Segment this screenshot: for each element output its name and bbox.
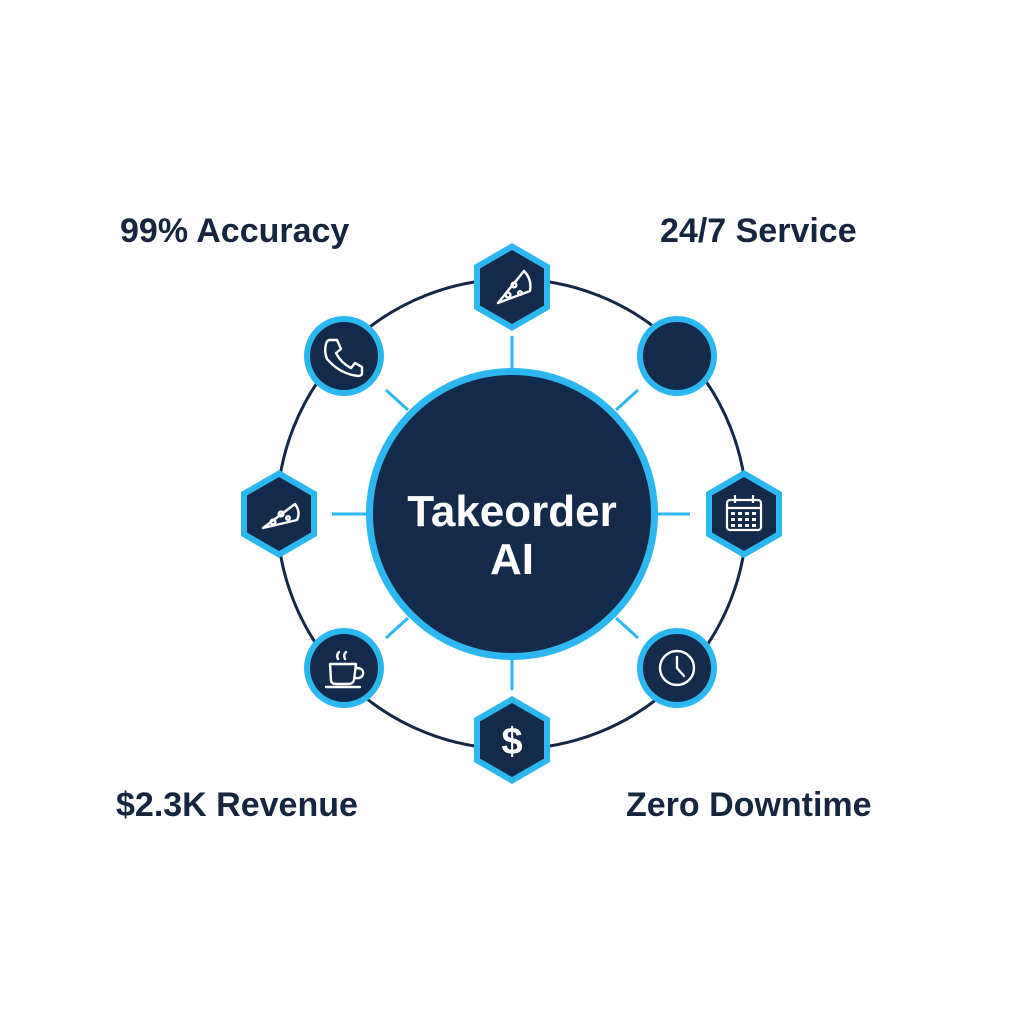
node-top-left-phone: [304, 316, 384, 396]
spoke-top-left: [384, 388, 410, 412]
dollar-icon: $: [501, 721, 522, 763]
node-bottom-dollar: $: [474, 696, 550, 784]
node-top-pizza: [474, 243, 550, 331]
stat-accuracy: 99% Accuracy: [120, 212, 350, 250]
stat-service: 24/7 Service: [660, 212, 857, 250]
node-bottom-right-clock: [637, 628, 717, 708]
center-hub: Takeorder AI: [366, 368, 658, 660]
node-right-calendar: [706, 470, 782, 558]
node-top-right: [637, 316, 717, 396]
hub-title-line2: AI: [490, 535, 534, 584]
spoke-top-right: [614, 388, 640, 412]
hub-body: [373, 375, 651, 653]
node-bottom-left-coffee: [304, 628, 384, 708]
clock-icon: [658, 649, 696, 687]
stat-downtime: Zero Downtime: [626, 786, 872, 824]
hub-title-line1: Takeorder: [407, 487, 617, 536]
pizza-slice-icon: [261, 502, 300, 530]
coffee-cup-icon: [324, 650, 365, 689]
phone-icon: [324, 338, 364, 378]
calendar-icon: [725, 495, 763, 532]
stat-revenue: $2.3K Revenue: [116, 786, 358, 824]
spoke-bottom-left: [384, 616, 410, 640]
connector-spokes: [332, 336, 690, 690]
pizza-slice-icon: [496, 269, 532, 305]
node-left-pizza: [241, 470, 317, 558]
spoke-bottom-right: [614, 616, 640, 640]
